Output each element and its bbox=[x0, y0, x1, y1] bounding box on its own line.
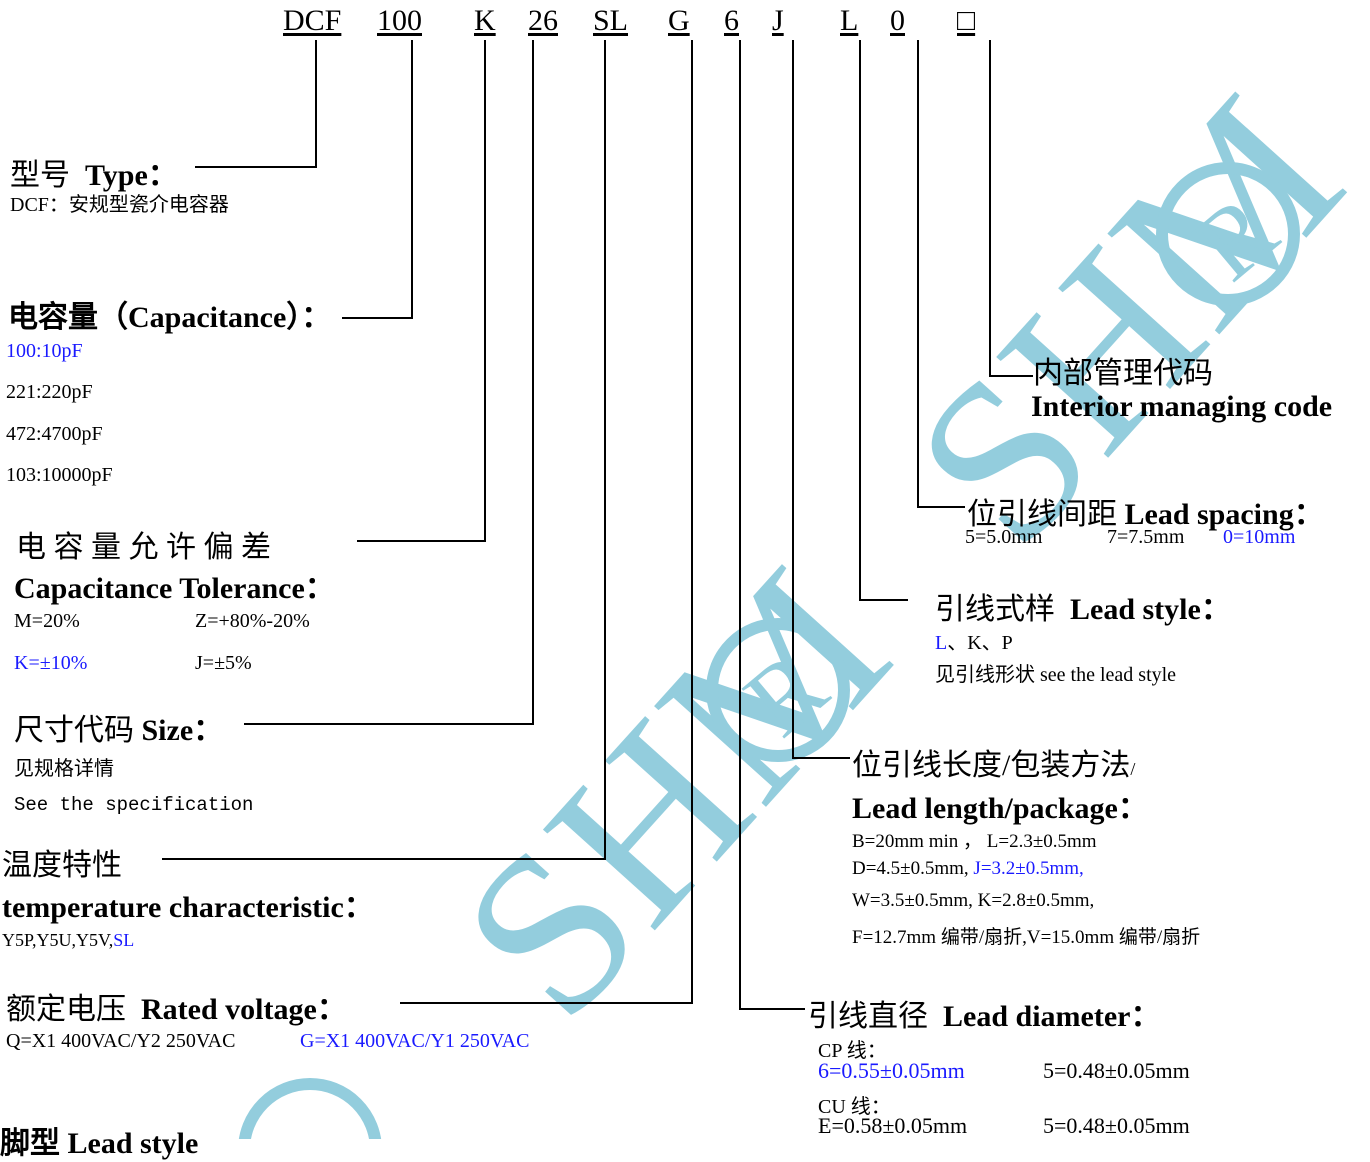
spacing-item: 0=10mm bbox=[1223, 526, 1296, 548]
registered-mark-upper bbox=[1156, 162, 1300, 306]
code-capacitance: 100 bbox=[377, 4, 422, 37]
voltage-q: Q=X1 400VAC/Y2 250VAC bbox=[6, 1030, 236, 1052]
voltage-heading: 额定电压 Rated voltage： bbox=[6, 993, 347, 1026]
lead-diameter-cu-value: 5=0.48±0.05mm bbox=[1043, 1113, 1190, 1138]
capacitance-item: 221:220pF bbox=[6, 381, 93, 403]
lead-diameter-heading: 引线直径 Lead diameter： bbox=[808, 1000, 1161, 1033]
spacing-item: 7=7.5mm bbox=[1107, 526, 1185, 548]
connector-lead-style bbox=[859, 40, 908, 601]
capacitance-item: 472:4700pF bbox=[6, 423, 103, 445]
lead-diameter-cp-value: 6=0.55±0.05mm bbox=[818, 1058, 965, 1083]
type-desc: DCF：安规型瓷介电容器 bbox=[10, 194, 229, 216]
connector-temperature bbox=[162, 40, 606, 860]
interior-heading-cn: 内部管理代码 bbox=[1033, 357, 1213, 390]
code-temperature: SL bbox=[593, 4, 629, 37]
temperature-heading-en: temperature characteristic： bbox=[2, 891, 374, 924]
temperature-heading-cn: 温度特性 bbox=[2, 849, 122, 882]
code-spacing: 0 bbox=[890, 4, 905, 37]
registered-mark-bottom bbox=[238, 1078, 382, 1139]
temperature-value: Y5U, bbox=[36, 930, 77, 950]
code-lead-length: J bbox=[772, 4, 784, 37]
lead-style-desc: 见引线形状 see the lead style bbox=[935, 664, 1177, 686]
lead-style-options: L、K、P bbox=[935, 626, 1013, 655]
connector-size bbox=[244, 40, 534, 725]
lead-diameter-cp-value: 5=0.48±0.05mm bbox=[1043, 1058, 1190, 1083]
tolerance-item: J=±5% bbox=[195, 652, 252, 674]
interior-heading-en: Interior managing code bbox=[1031, 390, 1333, 423]
connector-interior bbox=[989, 40, 1033, 377]
code-internal: □ bbox=[957, 4, 976, 37]
lead-length-line: W=3.5±0.5mm, K=2.8±0.5mm, bbox=[852, 890, 1095, 911]
temperature-value: Y5V, bbox=[76, 930, 114, 950]
connector-spacing bbox=[917, 40, 965, 508]
lead-shape-heading: 脚型 Lead style bbox=[0, 1127, 199, 1160]
lead-length-heading-en: Lead length/package： bbox=[852, 792, 1148, 825]
voltage-g: G=X1 400VAC/Y1 250VAC bbox=[300, 1030, 530, 1052]
temperature-values: Y5P,Y5U,Y5V,SL bbox=[2, 930, 134, 951]
connector-capacitance bbox=[342, 40, 413, 319]
lead-diameter-cp-label: CP 线： bbox=[818, 1040, 887, 1062]
spacing-item: 5=5.0mm bbox=[965, 526, 1043, 548]
code-series: DCF bbox=[283, 4, 342, 37]
spacing-heading: 位引线间距 Lead spacing： bbox=[967, 498, 1324, 531]
size-heading: 尺寸代码 Size： bbox=[14, 714, 224, 747]
capacitance-heading: 电容量（Capacitance）： bbox=[8, 301, 332, 334]
tolerance-item: K=±10% bbox=[14, 652, 88, 674]
size-desc-cn: 见规格详情 bbox=[14, 758, 114, 780]
capacitance-item: 103:10000pF bbox=[6, 464, 113, 486]
connector-tolerance bbox=[357, 40, 486, 542]
connector-lead-diameter bbox=[739, 40, 805, 1010]
lead-length-line: B=20mm min ， L=2.3±0.5mm bbox=[852, 831, 1097, 852]
lead-style-option: 、K、P bbox=[947, 632, 1013, 654]
code-lead-diameter: 6 bbox=[724, 4, 739, 37]
connector-lead-length bbox=[792, 40, 850, 759]
connector-voltage bbox=[400, 40, 693, 1004]
lead-length-heading-cn: 位引线长度/包装方法/ bbox=[852, 749, 1136, 782]
tolerance-item: M=20% bbox=[14, 610, 80, 632]
connector-type bbox=[195, 40, 317, 168]
temperature-value: Y5P, bbox=[2, 930, 37, 950]
registered-mark-lower bbox=[706, 618, 850, 762]
capacitance-item: 100:10pF bbox=[6, 340, 83, 362]
type-heading: 型号 Type： bbox=[10, 159, 178, 192]
lead-length-line: F=12.7mm 编带/扇折,V=15.0mm 编带/扇折 bbox=[852, 927, 1201, 948]
code-size: 26 bbox=[528, 4, 558, 37]
lead-diameter-cu-label: CU 线： bbox=[818, 1096, 891, 1118]
tolerance-item: Z=+80%-20% bbox=[195, 610, 310, 632]
lead-length-line: D=4.5±0.5mm, J=3.2±0.5mm, bbox=[852, 858, 1084, 879]
temperature-value: SL bbox=[113, 930, 135, 950]
code-voltage: G bbox=[668, 4, 690, 37]
lead-style-heading: 引线式样 Lead style： bbox=[935, 593, 1231, 626]
code-lead-style: L bbox=[840, 4, 859, 37]
tolerance-heading-cn: 电 容 量 允 许 偏 差 bbox=[16, 531, 271, 564]
lead-diameter-cu-value: E=0.58±0.05mm bbox=[818, 1113, 968, 1138]
lead-style-option: L bbox=[935, 632, 948, 654]
size-desc-en: See the specification bbox=[14, 794, 254, 816]
tolerance-heading-en: Capacitance Tolerance： bbox=[14, 572, 335, 605]
code-tolerance: K bbox=[474, 4, 496, 37]
